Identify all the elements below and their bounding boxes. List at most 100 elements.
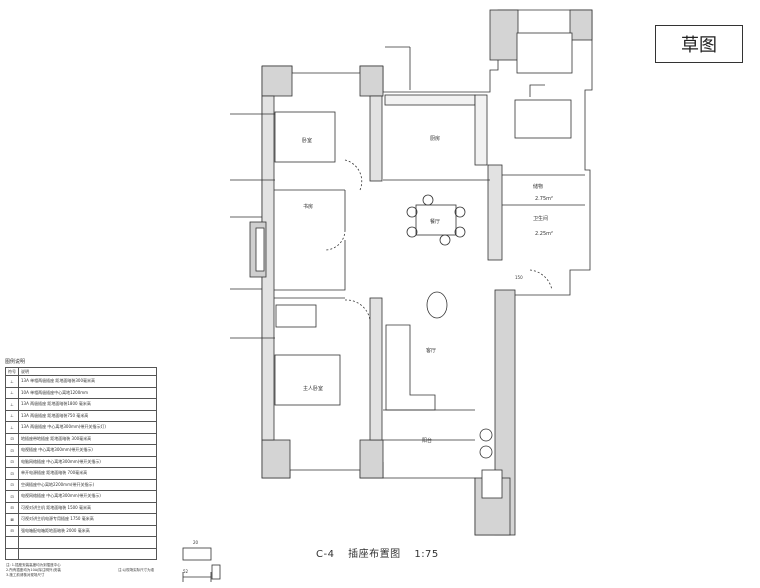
counter (384, 94, 476, 106)
legend-header-symbol: 符号 (5, 367, 19, 376)
wall-column (261, 65, 293, 97)
partition (274, 189, 346, 299)
door-swing (529, 269, 553, 291)
chair (422, 194, 434, 206)
area-label: 2.75m² (535, 196, 553, 202)
room-kitchen: 厨房 (430, 135, 440, 142)
legend-row: ⊡单开电源插座 距地面暗装 700毫米高 (5, 467, 157, 480)
wall-block (569, 9, 593, 41)
legend-description: 强电箱配电箱距地面暗装 2000 毫米高 (18, 524, 157, 537)
legend-symbol (5, 536, 19, 549)
legend-row: ⊡电视插座 中心离地300mm(带开关指示) (5, 444, 157, 457)
dining-table (415, 204, 457, 236)
bed (274, 354, 341, 406)
dim-label: 150 (515, 275, 523, 280)
legend-symbol: ⊟ (5, 501, 19, 514)
door-swing (344, 159, 363, 191)
notes: 注: 1.插座安装高度均为到插座中心 2.所有插座均为10A(除注明外)安装 3… (6, 563, 61, 578)
chair (454, 206, 466, 218)
legend-row: ⊥13A 两极插座 中心离地300mm(带开关指示灯) (5, 421, 157, 434)
legend-description: 13A 单相两极插座 距地面暗装300毫米高 (18, 375, 157, 388)
legend: 图例说明 符号 说明 ⊥13A 单相两极插座 距地面暗装300毫米高⊥10A 单… (5, 358, 157, 560)
room-bedroom: 卧室 (302, 137, 312, 144)
room-labels: 卧室 厨房 书房 餐厅 主人卧室 客厅 阳台 储物 2.75m² 卫生间 2.2… (183, 135, 553, 574)
legend-row: ⊠可视对讲主机电源专用插座 1750 毫米高 (5, 513, 157, 526)
room-balcony: 阳台 (422, 437, 432, 444)
legend-row (5, 536, 157, 549)
wall-block (369, 95, 383, 182)
chair (439, 234, 451, 246)
legend-description: 电视网络插座 中心离地300mm(带开关指示) (18, 490, 157, 503)
bed (514, 99, 572, 139)
window (255, 227, 265, 272)
room-study: 书房 (303, 203, 313, 210)
legend-title: 图例说明 (5, 359, 26, 365)
wall-block (489, 9, 519, 61)
legend-symbol: ⊥ (5, 386, 19, 399)
room-dining: 餐厅 (430, 218, 440, 225)
room-living: 客厅 (426, 347, 436, 354)
note-line: 3.施工前请核对现场尺寸 (6, 573, 45, 577)
legend-row: ⊥13A 两极插座 距地面暗装1800 毫米高 (5, 398, 157, 411)
note-line: 注: 1.插座安装高度均为到插座中心 (6, 563, 61, 567)
dim-label: 52 (183, 569, 189, 574)
legend-row: ⊟强电箱配电箱距地面暗装 2000 毫米高 (5, 524, 157, 537)
draft-stamp: 草图 (655, 25, 743, 63)
legend-symbol: ⊡ (5, 432, 19, 445)
drawing-code: C-4 (316, 549, 335, 560)
counter (474, 94, 488, 166)
legend-symbol (5, 547, 19, 560)
partition (383, 174, 585, 441)
legend-symbol: ⊥ (5, 398, 19, 411)
legend-description: 13A 两极插座 中心离地300mm(带开关指示灯) (18, 421, 157, 434)
wall-outline-right (383, 9, 593, 536)
chair (406, 226, 418, 238)
door-swing (324, 229, 346, 251)
room-storage: 储物 (533, 183, 543, 190)
legend-symbol: ⊡ (5, 444, 19, 457)
legend-symbol: ⊥ (5, 421, 19, 434)
legend-row (5, 547, 157, 560)
legend-description: 电视插座 中心离地300mm(带开关指示) (18, 444, 157, 457)
room-master: 主人卧室 (303, 385, 323, 392)
leader-line (230, 46, 545, 339)
door-swing (344, 299, 371, 321)
legend-symbol: ⊡ (5, 455, 19, 468)
fixture (479, 428, 493, 442)
legend-row: ⊟可视对讲主机 距地面暗装 1500 毫米高 (5, 501, 157, 514)
wall-block (369, 297, 383, 441)
symbol-box (182, 547, 212, 561)
legend-description: 13A 两极插座 距地面暗装1800 毫米高 (18, 398, 157, 411)
legend-header-desc: 说明 (18, 367, 157, 376)
legend-row: ⊡电视网络插座 中心离地300mm(带开关指示) (5, 490, 157, 503)
fixture (481, 469, 503, 499)
area-label: 2.25m² (535, 231, 553, 237)
drawing-title: 插座布置图 (348, 549, 401, 560)
legend-symbol: ⊡ (5, 467, 19, 480)
legend-description: 可视对讲主机 距地面暗装 1500 毫米高 (18, 501, 157, 514)
bed (274, 111, 336, 163)
legend-description (18, 536, 157, 549)
legend-row: ⊡电脑网络插座 中心离地300mm(带开关指示) (5, 455, 157, 468)
legend-description: 电脑网络插座 中心离地300mm(带开关指示) (18, 455, 157, 468)
legend-description: 单开电源插座 距地面暗装 700毫米高 (18, 467, 157, 480)
legend-symbol: ⊟ (5, 524, 19, 537)
legend-description: 空调插座中心离地2200mm(带开关指示) (18, 478, 157, 491)
wall-column (261, 439, 291, 479)
wall-block (487, 164, 503, 261)
legend-row: ⊥10A 单相两极插座中心离地1200mm (5, 386, 157, 399)
dim-label: 20 (193, 540, 199, 545)
legend-symbol: ⊠ (5, 513, 19, 526)
legend-description: 10A 单相两极插座中心离地1200mm (18, 386, 157, 399)
legend-row: ⊥13A 两极插座 距地面暗装750 毫米高 (5, 409, 157, 422)
chair (406, 206, 418, 218)
legend-row: ⊡地插座带地插座 距地面暗装 300毫米高 (5, 432, 157, 445)
legend-symbol: ⊥ (5, 409, 19, 422)
bed (516, 32, 573, 74)
wall-column (359, 65, 384, 97)
note-line: 2.所有插座均为10A(除注明外)安装 (6, 568, 61, 572)
legend-symbol: ⊡ (5, 478, 19, 491)
drawing-scale: 1:75 (414, 549, 439, 560)
legend-row: ⊡空调插座中心离地2200mm(带开关指示) (5, 478, 157, 491)
